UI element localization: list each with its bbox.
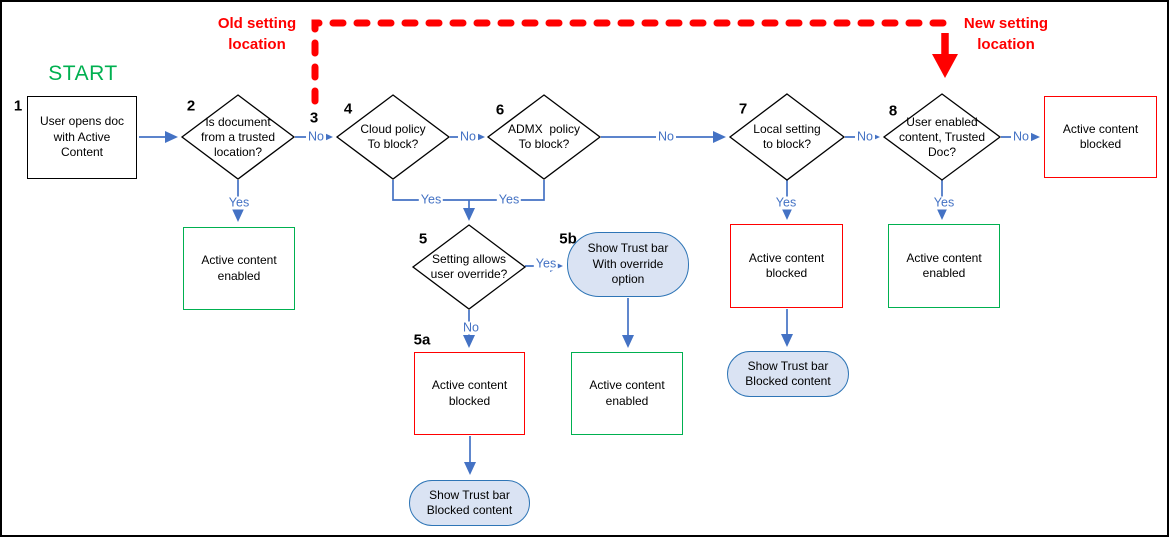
new-location-arrow-head	[932, 54, 958, 78]
node-active-content-blocked-local: Active content blocked	[730, 224, 843, 308]
connector-6-yes-branch	[469, 180, 545, 201]
step-4-label: 4	[343, 100, 353, 118]
edge-label-yes-6: Yes	[496, 192, 522, 207]
old-setting-location-label: Old setting location	[217, 15, 297, 53]
step-2-label: 2	[186, 97, 196, 115]
edge-label-yes-4: Yes	[418, 192, 444, 207]
edge-label-yes-7: Yes	[773, 195, 799, 210]
node-active-content-blocked-override: Active content blocked	[414, 352, 525, 435]
node-active-content-blocked-final: Active content blocked	[1044, 96, 1157, 178]
decision-local-setting-label: Local setting to block?	[753, 122, 821, 151]
edge-label-yes-2: Yes	[226, 195, 252, 210]
decision-setting-override-label: Setting allows user override?	[430, 252, 508, 281]
start-label: START	[48, 62, 118, 85]
edge-label-no-5: No	[461, 320, 481, 335]
step-5-label: 5	[418, 230, 428, 248]
decision-cloud-policy-shape	[335, 94, 451, 180]
connector-4-yes-branch	[392, 180, 469, 201]
decision-cloud-policy-label: Cloud policy To block?	[360, 122, 426, 151]
decision-user-enabled-label: User enabled content, Trusted Doc?	[898, 114, 986, 159]
step-8-label: 8	[888, 102, 898, 120]
edge-label-yes-8: Yes	[931, 195, 957, 210]
decision-trusted-location-shape	[180, 94, 296, 180]
step-3-label: 3	[309, 109, 319, 127]
edge-label-no-7: No	[855, 129, 875, 144]
decision-admx-policy-shape	[486, 94, 602, 180]
node-active-content-enabled-trusted: Active content enabled	[183, 227, 295, 310]
edge-label-no-4: No	[458, 129, 478, 144]
decision-user-enabled-shape	[882, 93, 1002, 181]
decision-admx-policy-label: ADMX policy To block?	[507, 122, 581, 151]
edge-label-yes-5: Yes	[533, 256, 559, 271]
step-1-label: 1	[13, 97, 23, 115]
node-trustbar-blocked-override: Show Trust bar Blocked content	[409, 480, 530, 526]
edge-label-no-6: No	[656, 129, 676, 144]
node-trustbar-blocked-local: Show Trust bar Blocked content	[727, 351, 849, 397]
step-5b-label: 5b	[559, 230, 577, 248]
new-setting-location-label: New setting location	[963, 15, 1049, 53]
step-5a-label: 5a	[413, 331, 431, 349]
decision-trusted-location-label: Is document from a trusted location?	[200, 114, 276, 159]
step-6-label: 6	[495, 101, 505, 119]
node-start-box: User opens doc with Active Content	[27, 96, 137, 179]
edge-label-no-2: No	[306, 129, 326, 144]
node-trustbar-with-override: Show Trust bar With override option	[567, 232, 689, 297]
step-7-label: 7	[738, 100, 748, 118]
decision-setting-override-shape	[411, 224, 527, 310]
edge-label-no-8: No	[1011, 129, 1031, 144]
decision-local-setting-shape	[728, 93, 846, 181]
node-active-content-enabled-override: Active content enabled	[571, 352, 683, 435]
node-active-content-enabled-user: Active content enabled	[888, 224, 1000, 308]
old-to-new-dashed-line	[311, 19, 947, 105]
